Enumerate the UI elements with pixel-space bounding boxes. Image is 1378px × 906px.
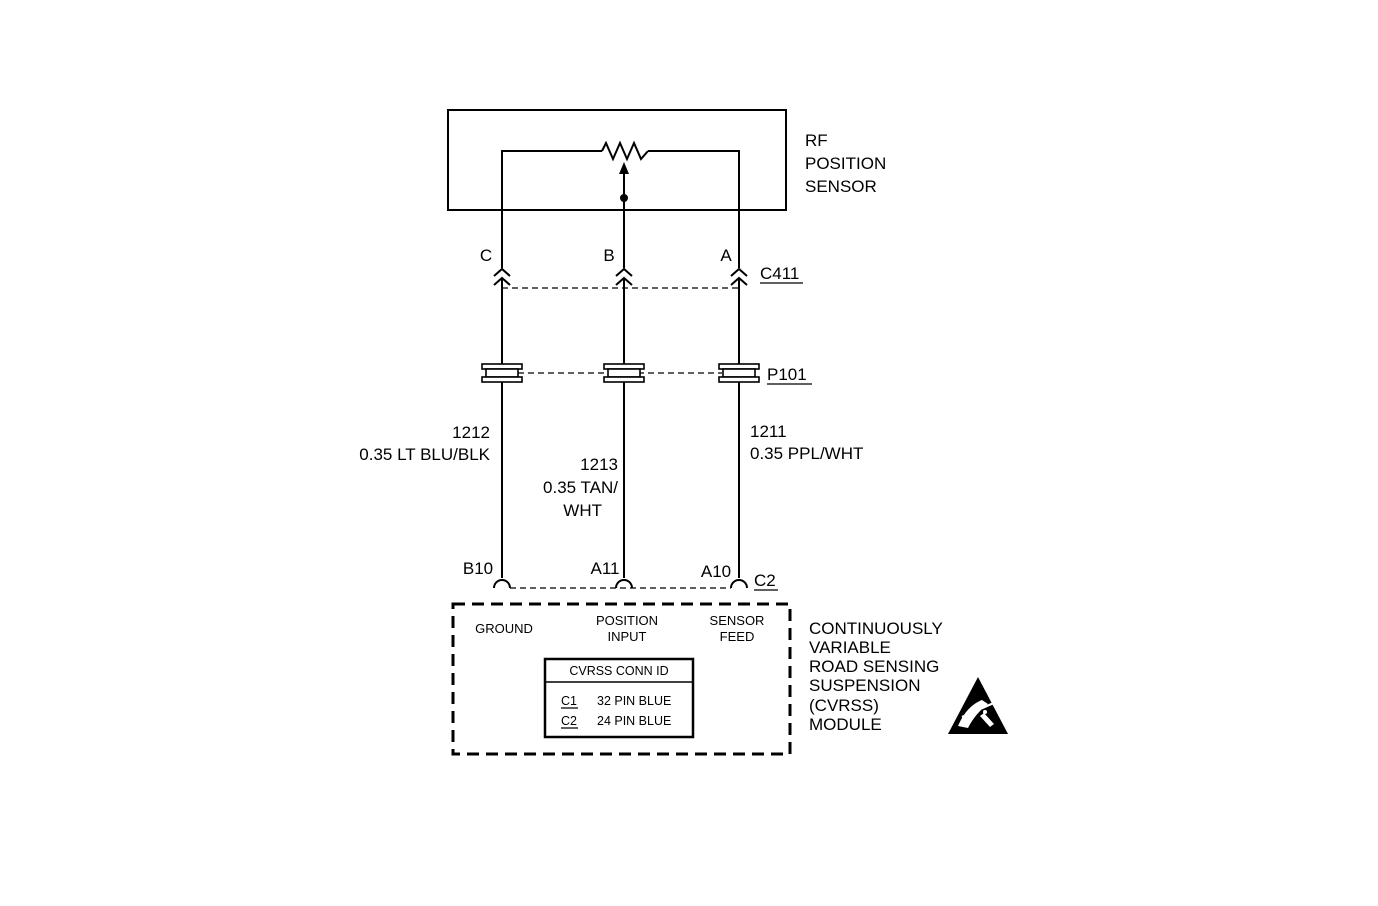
c411-pin-a: A (720, 246, 732, 265)
connector-c2: B10 A11 A10 C2 (463, 559, 778, 591)
terminal-label-position-line-2: INPUT (608, 629, 647, 644)
conn-id-table: CVRSS CONN ID C1 32 PIN BLUE C2 24 PIN B… (543, 657, 695, 739)
terminal-label-feed-line-1: SENSOR (710, 613, 765, 628)
c2-terminal-icon-b10 (493, 579, 511, 589)
module-name-line-4: SUSPENSION (809, 676, 920, 695)
c411-pin-c: C (480, 246, 492, 265)
c2-pin-a10: A10 (701, 562, 731, 581)
sensor-name-line-3: SENSOR (805, 177, 877, 196)
wire-1211-circuit: 1211 (750, 422, 787, 441)
wire-1213-spec-line-2: WHT (563, 501, 602, 520)
terminal-label-feed-line-2: FEED (720, 629, 755, 644)
wire-labels: 1212 0.35 LT BLU/BLK 1213 0.35 TAN/ WHT … (359, 422, 863, 520)
splice-icon-1213 (603, 363, 645, 383)
wire-1212-circuit: 1212 (452, 423, 490, 442)
module-name-line-5: (CVRSS) (809, 696, 879, 715)
wire-runs (501, 250, 740, 578)
splice-icon-1211 (718, 363, 760, 383)
rf-position-sensor: RF POSITION SENSOR (447, 109, 886, 250)
module-name-line-6: MODULE (809, 715, 882, 734)
c2-terminal-icon-a10 (730, 579, 748, 589)
terminal-label-position-line-1: POSITION (596, 613, 658, 628)
conn-id-row-1-desc: 32 PIN BLUE (597, 694, 671, 708)
wire-1213-spec-line-1: 0.35 TAN/ (543, 478, 618, 497)
conn-id-table-title: CVRSS CONN ID (569, 664, 668, 678)
module-name-line-3: ROAD SENSING (809, 657, 939, 676)
c2-terminal-icon-a11 (615, 579, 633, 589)
wire-1211-spec: 0.35 PPL/WHT (750, 444, 863, 463)
c2-pin-b10: B10 (463, 559, 493, 578)
sensor-wire-a (648, 150, 740, 250)
conn-id-row-2-id: C2 (561, 714, 577, 728)
sensor-name-line-2: POSITION (805, 154, 886, 173)
terminal-label-ground: GROUND (475, 621, 533, 636)
sensor-wire-c (501, 150, 602, 250)
wire-1212-spec: 0.35 LT BLU/BLK (359, 445, 490, 464)
module-outline (451, 602, 792, 756)
esd-sensitive-icon (948, 677, 1008, 734)
splice-p101: P101 (481, 363, 812, 385)
sensor-name-line-1: RF (805, 131, 828, 150)
conn-id-row-2-desc: 24 PIN BLUE (597, 714, 671, 728)
c411-label: C411 (760, 264, 799, 283)
wiper-arrow-icon (619, 162, 629, 174)
potentiometer-icon (601, 140, 649, 162)
conn-id-row-1-id: C1 (561, 694, 577, 708)
module-name-line-2: VARIABLE (809, 638, 891, 657)
connector-c411: C B A C411 (480, 246, 803, 289)
wire-1213-circuit: 1213 (580, 455, 618, 474)
cvrss-module: GROUND POSITION INPUT SENSOR FEED CVRSS … (451, 602, 943, 756)
sensor-housing (447, 109, 787, 211)
c411-pin-b: B (603, 246, 614, 265)
c2-label: C2 (754, 571, 776, 590)
module-name-line-1: CONTINUOUSLY (809, 619, 943, 638)
conn-id-table-border (543, 657, 695, 739)
c2-pin-a11: A11 (591, 559, 620, 578)
p101-label: P101 (767, 365, 807, 384)
splice-icon-1212 (481, 363, 523, 383)
